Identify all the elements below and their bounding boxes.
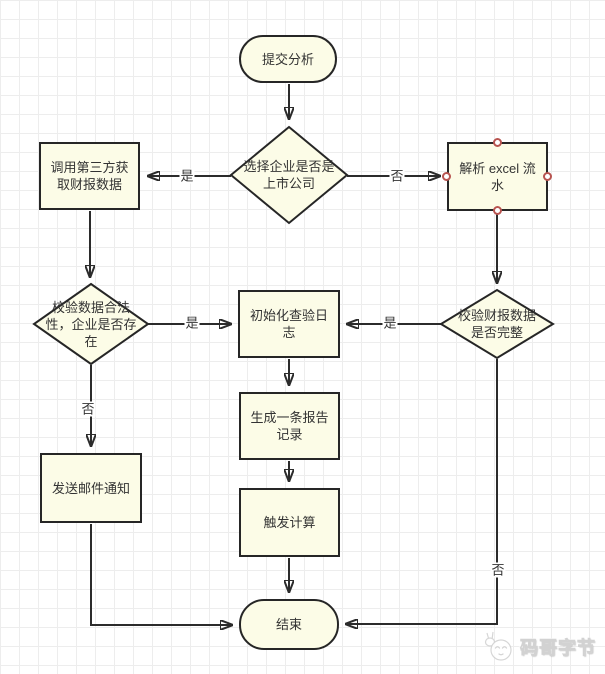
- connection-point-left-icon[interactable]: [442, 172, 451, 181]
- decision-label: 选择企业是否是 上市公司: [243, 159, 335, 191]
- node-decision-listed-company[interactable]: 选择企业是否是 上市公司: [231, 127, 347, 223]
- decision-label: 校验数据合法 性，企业是否存 在: [45, 299, 137, 349]
- edge-label-legal-yes: 是: [184, 315, 200, 331]
- edge-label-complete-no: 否: [490, 562, 506, 578]
- node-start[interactable]: 提交分析: [239, 35, 337, 83]
- decision-label: 校验财报数据 是否完整: [457, 308, 536, 340]
- node-generate-report-record[interactable]: 生成一条报告 记录: [239, 392, 340, 460]
- node-validate-report-complete[interactable]: 校验财报数据 是否完整: [441, 290, 553, 358]
- connection-point-right-icon[interactable]: [543, 172, 552, 181]
- node-validate-data-legal[interactable]: 校验数据合法 性，企业是否存 在: [34, 284, 148, 364]
- edge-label-complete-yes: 是: [382, 315, 398, 331]
- node-send-email-notice[interactable]: 发送邮件通知: [40, 453, 142, 523]
- edge-send-email-to-end[interactable]: [90, 524, 232, 625]
- connection-point-top-icon[interactable]: [493, 138, 502, 147]
- node-trigger-calculation[interactable]: 触发计算: [239, 488, 340, 557]
- edge-complete-no-to-end[interactable]: [346, 359, 498, 624]
- diamond-shape: [441, 290, 553, 358]
- node-end[interactable]: 结束: [239, 599, 339, 650]
- node-parse-excel[interactable]: 解析 excel 流 水: [447, 142, 548, 211]
- connection-point-bottom-icon[interactable]: [493, 206, 502, 215]
- node-call-third-party[interactable]: 调用第三方获 取财报数据: [39, 142, 140, 210]
- diamond-shape: [34, 284, 148, 364]
- edge-label-listed-no: 否: [389, 168, 405, 184]
- edge-label-listed-yes: 是: [179, 168, 195, 184]
- diamond-shape: [231, 127, 347, 223]
- edge-label-legal-no: 否: [80, 401, 96, 417]
- node-init-inspection-log[interactable]: 初始化查验日 志: [238, 290, 340, 358]
